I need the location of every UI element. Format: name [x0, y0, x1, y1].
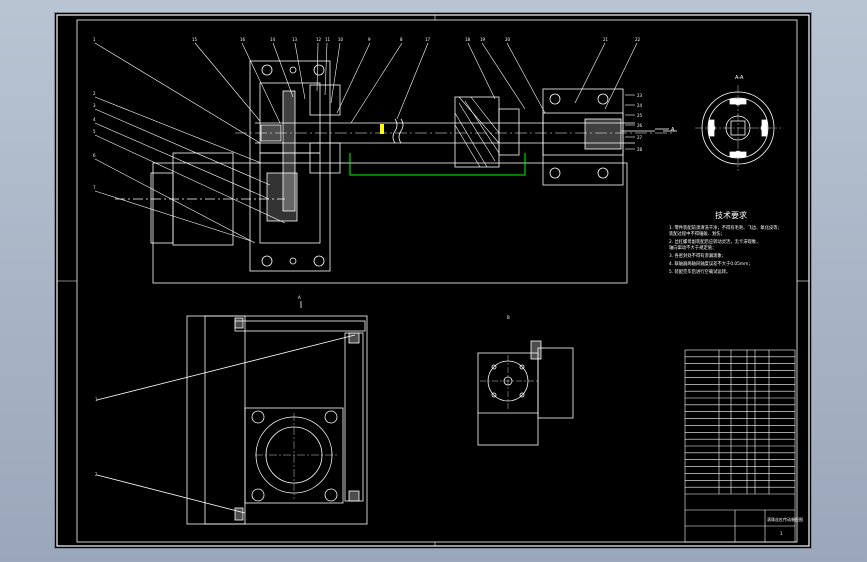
- end-view: [655, 85, 781, 171]
- tech-req-line-5: 3. 各密封处不得有渗漏现象；: [669, 252, 726, 259]
- svg-text:27: 27: [637, 135, 643, 140]
- motor-back: [150, 172, 174, 244]
- svg-text:25: 25: [637, 113, 643, 118]
- sheet-number: 1: [780, 531, 783, 536]
- gearbox-housing: [249, 60, 331, 272]
- svg-text:18: 18: [465, 37, 471, 42]
- svg-text:6: 6: [93, 153, 96, 158]
- svg-text:23: 23: [637, 93, 643, 98]
- title-block: [684, 349, 796, 543]
- tech-req-line-4: 轴向窜动不大于规定值；: [669, 244, 716, 251]
- svg-text:14: 14: [270, 37, 276, 42]
- plan-view: [96, 301, 368, 525]
- tech-req-line-3: 2. 丝杠螺母副装配后应转动灵活，无卡滞现象，: [669, 238, 760, 245]
- svg-text:1: 1: [93, 37, 96, 42]
- svg-text:12: 12: [316, 37, 322, 42]
- section-mark: A: [671, 127, 675, 133]
- svg-text:4: 4: [93, 117, 96, 122]
- tech-req-line-2: 装配过程中不得磕碰、划伤；: [669, 230, 725, 237]
- svg-text:19: 19: [480, 37, 486, 42]
- tech-req-line-1: 1. 零件装配前须清洗干净，不得有毛刺、飞边、氧化皮等；: [669, 224, 782, 231]
- outer-frame: [56, 14, 810, 547]
- highlight-yellow: [380, 124, 384, 134]
- svg-text:15: 15: [192, 37, 198, 42]
- svg-text:3: 3: [93, 103, 96, 108]
- svg-text:10: 10: [338, 37, 344, 42]
- technical-requirements: 技术要求 1. 零件装配前须清洗干净，不得有毛刺、飞边、氧化皮等； 装配过程中不…: [669, 210, 782, 275]
- svg-text:24: 24: [637, 103, 643, 108]
- tech-req-line-7: 5. 装配完毕后进行空载试运转。: [669, 268, 730, 275]
- view-label-aa: A-A: [735, 75, 744, 81]
- side-view-b: [477, 340, 574, 446]
- svg-text:9: 9: [368, 37, 371, 42]
- svg-text:20: 20: [505, 37, 511, 42]
- svg-text:A: A: [298, 295, 301, 300]
- svg-text:17: 17: [425, 37, 431, 42]
- svg-text:22: 22: [635, 37, 641, 42]
- svg-text:16: 16: [240, 37, 246, 42]
- svg-text:7: 7: [93, 185, 96, 190]
- svg-text:8: 8: [400, 37, 403, 42]
- leader-lines-top: [94, 42, 638, 244]
- svg-text:2: 2: [93, 91, 96, 96]
- main-view: [115, 60, 677, 284]
- svg-text:28: 28: [637, 147, 643, 152]
- inner-frame: [76, 19, 798, 543]
- base-outline: [152, 162, 628, 284]
- svg-text:21: 21: [603, 37, 609, 42]
- svg-text:11: 11: [325, 37, 331, 42]
- zone-ticks: [57, 15, 809, 546]
- title-block-name: 滚珠丝杠传动装配图: [767, 516, 803, 522]
- svg-text:13: 13: [292, 37, 298, 42]
- plan-balloons: 1 2 A: [95, 295, 301, 477]
- svg-text:1: 1: [95, 397, 98, 402]
- highlight-green: [349, 153, 526, 176]
- tech-req-line-6: 4. 联轴器两轴同轴度误差不大于0.05mm；: [669, 260, 753, 267]
- svg-text:26: 26: [637, 123, 643, 128]
- svg-text:2: 2: [95, 472, 98, 477]
- svg-text:5: 5: [93, 129, 96, 134]
- tech-req-title: 技术要求: [715, 210, 747, 220]
- view-label-b: B: [507, 315, 510, 320]
